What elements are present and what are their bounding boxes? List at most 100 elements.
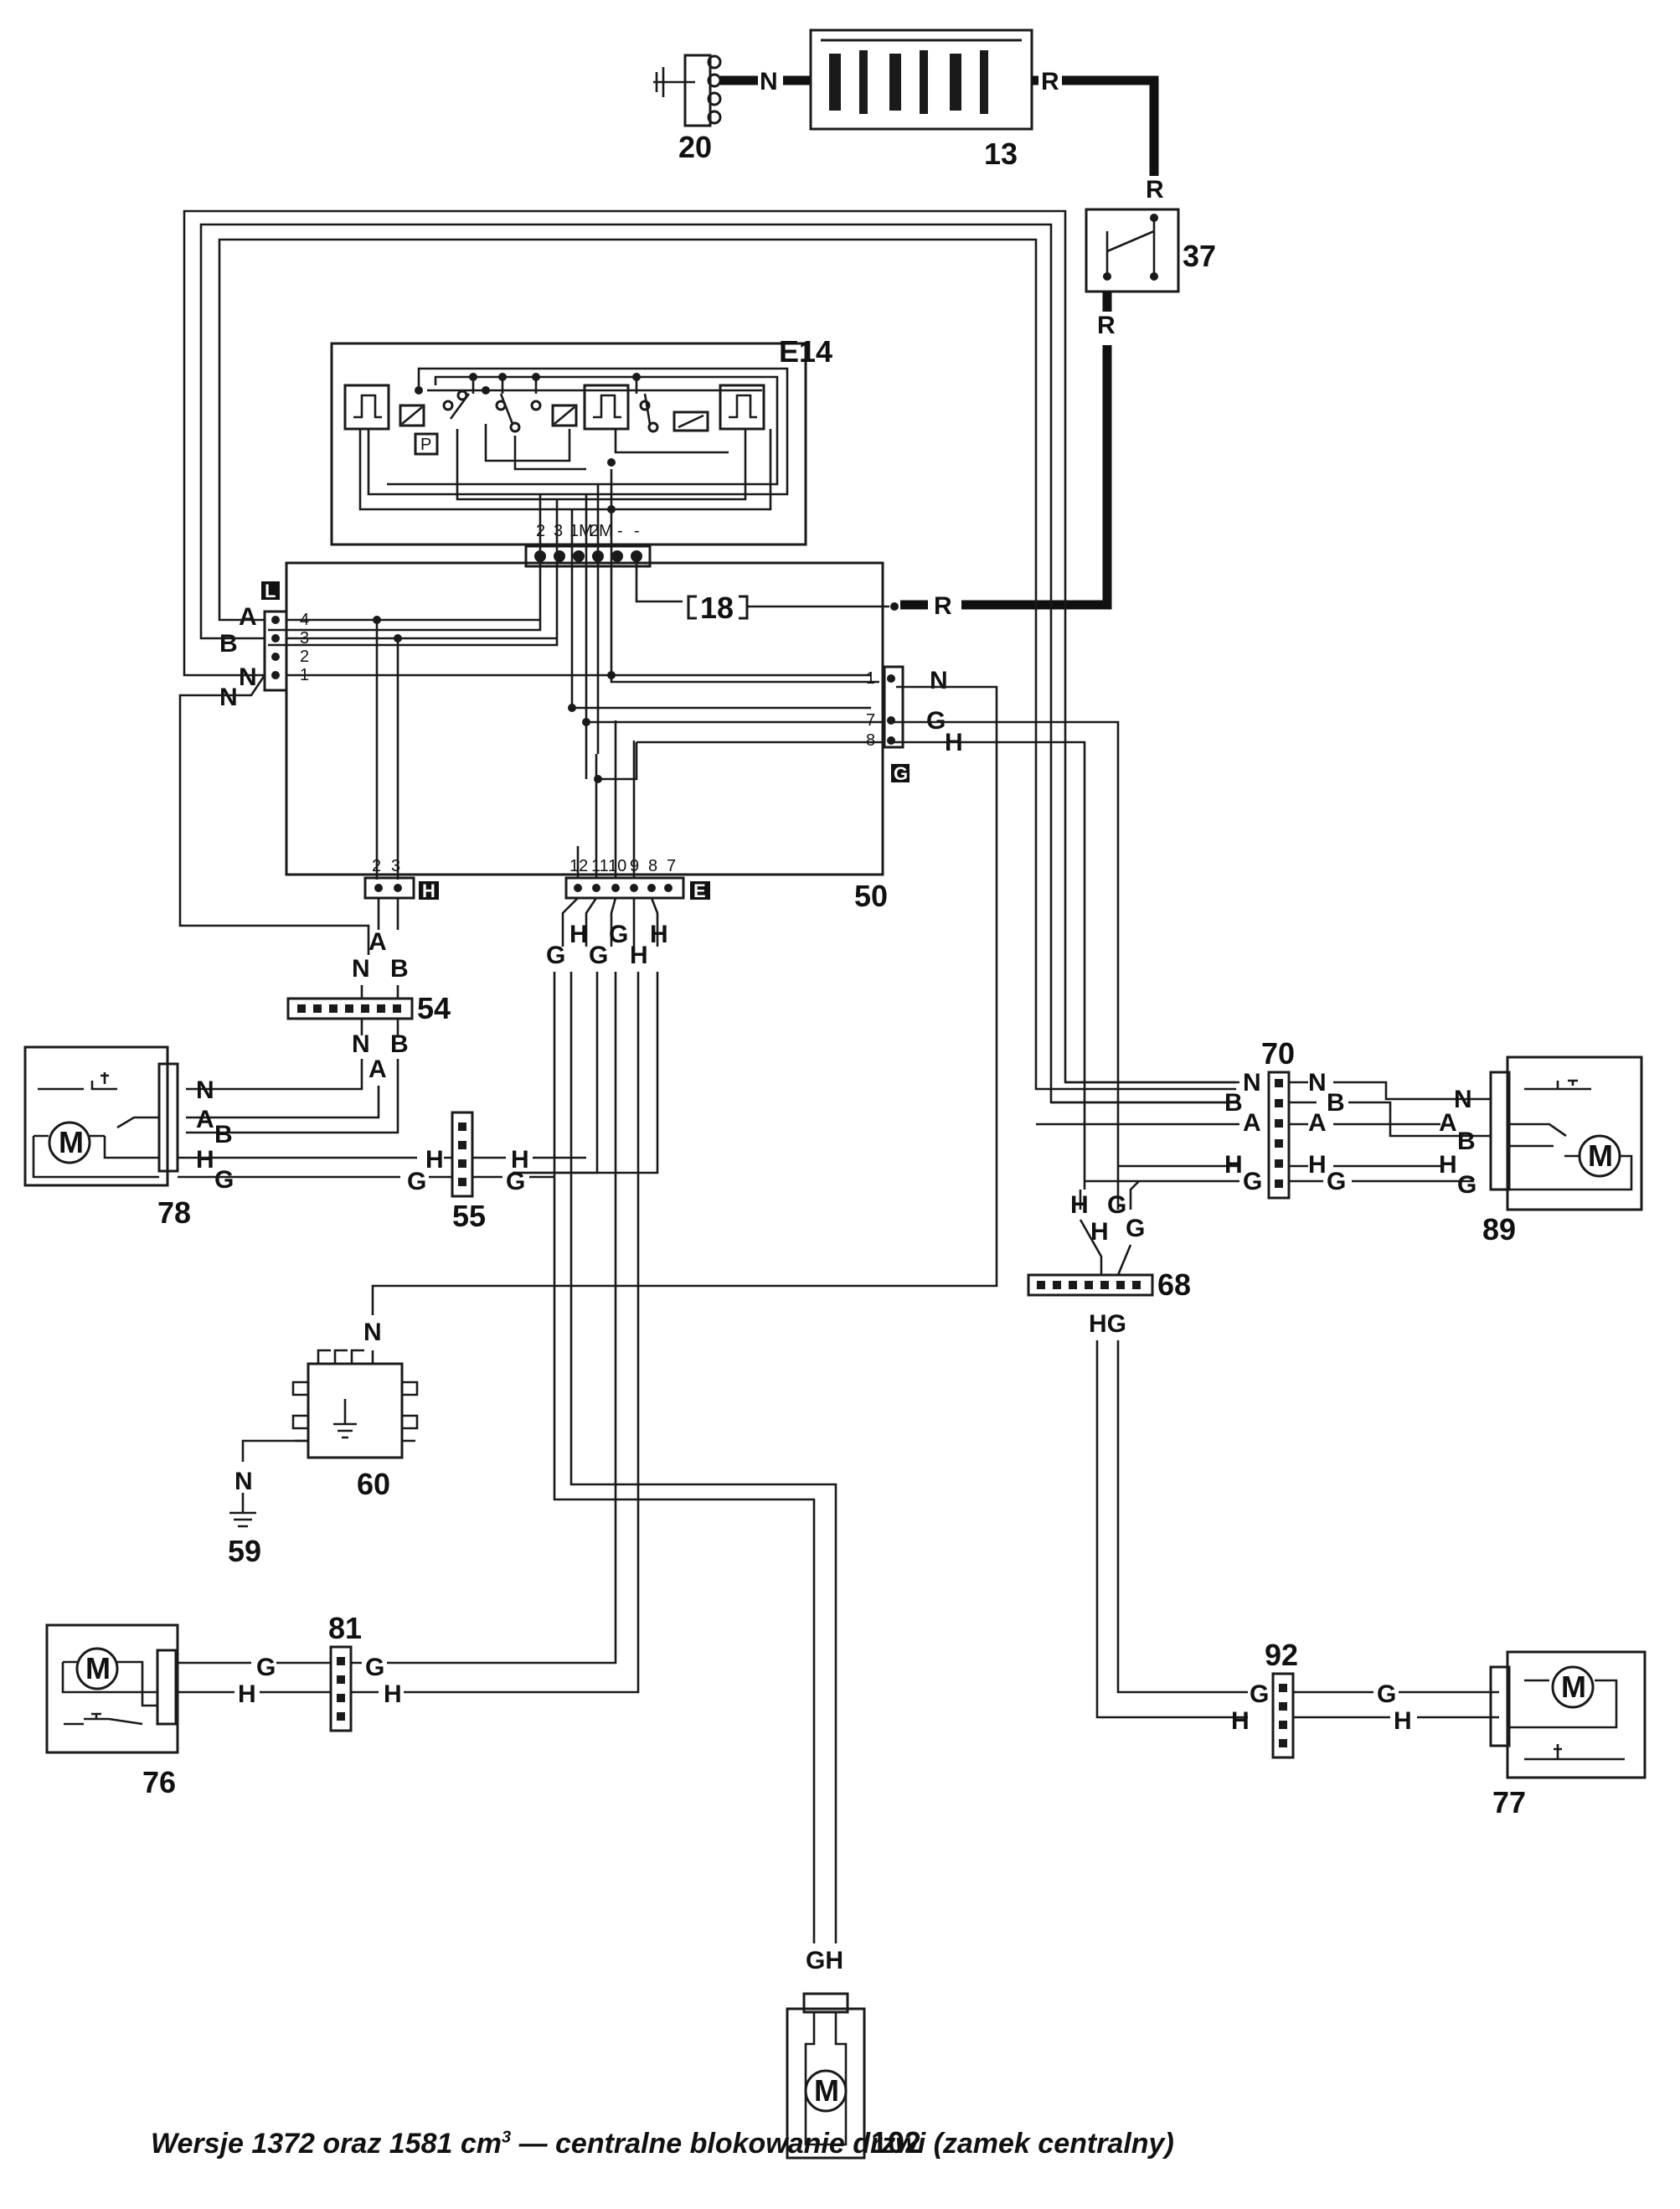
bottom-e-pin-11: 11: [591, 857, 609, 875]
label-e14: E14: [779, 334, 832, 369]
wire-code-g-78: G: [214, 1166, 234, 1194]
wire-code-a-54: A: [368, 1055, 387, 1083]
relay-p-tag: P: [420, 436, 431, 454]
wire-code-r-50: R: [934, 592, 952, 620]
connector-pin: [1037, 1281, 1045, 1289]
wire-code-g-e3: G: [609, 921, 628, 948]
connector-pin: [1275, 1099, 1283, 1107]
connector-pin: [1279, 1684, 1287, 1692]
connector-pin: [1275, 1139, 1283, 1148]
wire-code-g-89: G: [1457, 1171, 1476, 1199]
battery-cell: [920, 50, 928, 114]
wire-code-a-78: A: [196, 1106, 214, 1133]
wire-code-r: R: [1041, 68, 1059, 95]
wire-code-n-78: N: [196, 1076, 214, 1104]
wire-code-b-78: B: [214, 1121, 233, 1148]
label-59: 59: [228, 1534, 261, 1568]
wire-code-n-89: N: [1454, 1086, 1472, 1113]
wire-code-n-59: N: [234, 1468, 253, 1495]
wire-code-h-70: H: [1224, 1151, 1243, 1179]
wire-code-g-81b: G: [365, 1654, 384, 1681]
component-37-relay: 37: [1085, 208, 1216, 293]
e14-pin-3: 2M: [590, 522, 613, 540]
wire-code-b-70b: B: [1327, 1089, 1345, 1117]
bottom-e-pin-8: 8: [648, 857, 657, 875]
wire-code-b-70: B: [1224, 1089, 1243, 1117]
wire-code-a-70b: A: [1308, 1109, 1327, 1137]
wire-code-a-70: A: [1243, 1109, 1261, 1137]
e14-pin-1: 3: [554, 522, 563, 540]
label-50: 50: [854, 879, 888, 913]
wire-code-g-81: G: [256, 1654, 276, 1681]
wire-code-a-89: A: [1439, 1109, 1457, 1137]
wire-code-g-e1: G: [546, 942, 565, 969]
wire-code-h-e1: H: [569, 921, 588, 948]
wire-code-r-37-bottom: R: [1097, 312, 1116, 339]
connector-pin: [1279, 1721, 1287, 1729]
wire-code-h-68a: H: [1070, 1191, 1089, 1219]
connector-pin: [377, 1004, 385, 1013]
connector-pin: [1279, 1739, 1287, 1747]
wire-code-g-92: G: [1250, 1680, 1269, 1708]
component-78-lock-motor: M N A B H G 78: [23, 1045, 234, 1230]
wire-code-h-55: H: [425, 1146, 444, 1174]
label-18: 18: [700, 591, 734, 625]
wire-code-g-70b: G: [1327, 1168, 1346, 1195]
wire-code-gh-102: GH: [806, 1947, 843, 1974]
connector-pin: [337, 1675, 345, 1684]
component-92-connector: 92: [1265, 1638, 1298, 1759]
wire-code-n-g: N: [930, 667, 948, 694]
label-55: 55: [452, 1199, 486, 1233]
connector-pin: [1053, 1281, 1061, 1289]
connector-pin: [1275, 1079, 1283, 1087]
connector-pin: [361, 1004, 369, 1013]
connector-g: 1 7 8 G N G H: [866, 665, 963, 784]
wire-code-n-70b: N: [1308, 1069, 1327, 1097]
wire-code-g-68b: G: [1126, 1215, 1145, 1242]
wire-code-n-70: N: [1243, 1069, 1261, 1097]
component-50-control-unit: 50: [285, 561, 888, 913]
label-92: 92: [1265, 1638, 1298, 1672]
label-37: 37: [1183, 239, 1216, 273]
wire-code-g-92b: G: [1377, 1680, 1396, 1708]
e14-connector-strip: [524, 545, 652, 568]
connector-pin: [1132, 1281, 1141, 1289]
battery-cell: [859, 50, 868, 114]
component-77-lock-motor: M 77: [1489, 1650, 1647, 1819]
label-60: 60: [357, 1467, 390, 1501]
wire-code-a-h: A: [368, 928, 387, 956]
motor-78-symbol: M: [59, 1125, 84, 1159]
label-68: 68: [1157, 1267, 1191, 1302]
wire-code-b-54: B: [390, 1030, 409, 1058]
connector-pin: [337, 1657, 345, 1665]
e14-pin-labels: 2 3 1M 2M - -: [536, 522, 640, 540]
component-81-connector: 81: [328, 1611, 362, 1732]
connector-pin: [329, 1004, 338, 1013]
wire-code-n-l: N: [239, 663, 257, 691]
connector-g-tag: G: [894, 763, 908, 784]
battery-cell: [829, 54, 841, 111]
component-13-battery: R 13: [809, 28, 1059, 171]
connector-h: 2 3 H: [363, 857, 439, 901]
wire-code-g-55: G: [407, 1168, 426, 1195]
wire-code-h-78: H: [196, 1146, 214, 1174]
wire-code-a-l: A: [239, 603, 257, 631]
component-102-lock-motor: M 102: [786, 1992, 921, 2160]
connector-pin: [297, 1004, 306, 1013]
wire-code-g-g: G: [926, 707, 946, 735]
caption-text-a: Wersje 1372 oraz 1581 cm: [151, 2128, 502, 2160]
connector-e-tag: E: [693, 880, 706, 901]
connector-pin: [458, 1123, 466, 1131]
label-20: 20: [678, 130, 712, 164]
connector-pin: [458, 1141, 466, 1149]
label-70: 70: [1261, 1036, 1295, 1071]
connector-pin: [1116, 1281, 1125, 1289]
connector-pin: [1069, 1281, 1077, 1289]
e14-connector-pin: [611, 550, 623, 562]
wire-code-g-e2: G: [589, 942, 608, 969]
component-18-fuse: 18: [687, 591, 899, 625]
component-76-lock-motor: M 76: [45, 1623, 179, 1799]
label-81: 81: [328, 1611, 362, 1645]
connector-pin: [337, 1712, 345, 1721]
